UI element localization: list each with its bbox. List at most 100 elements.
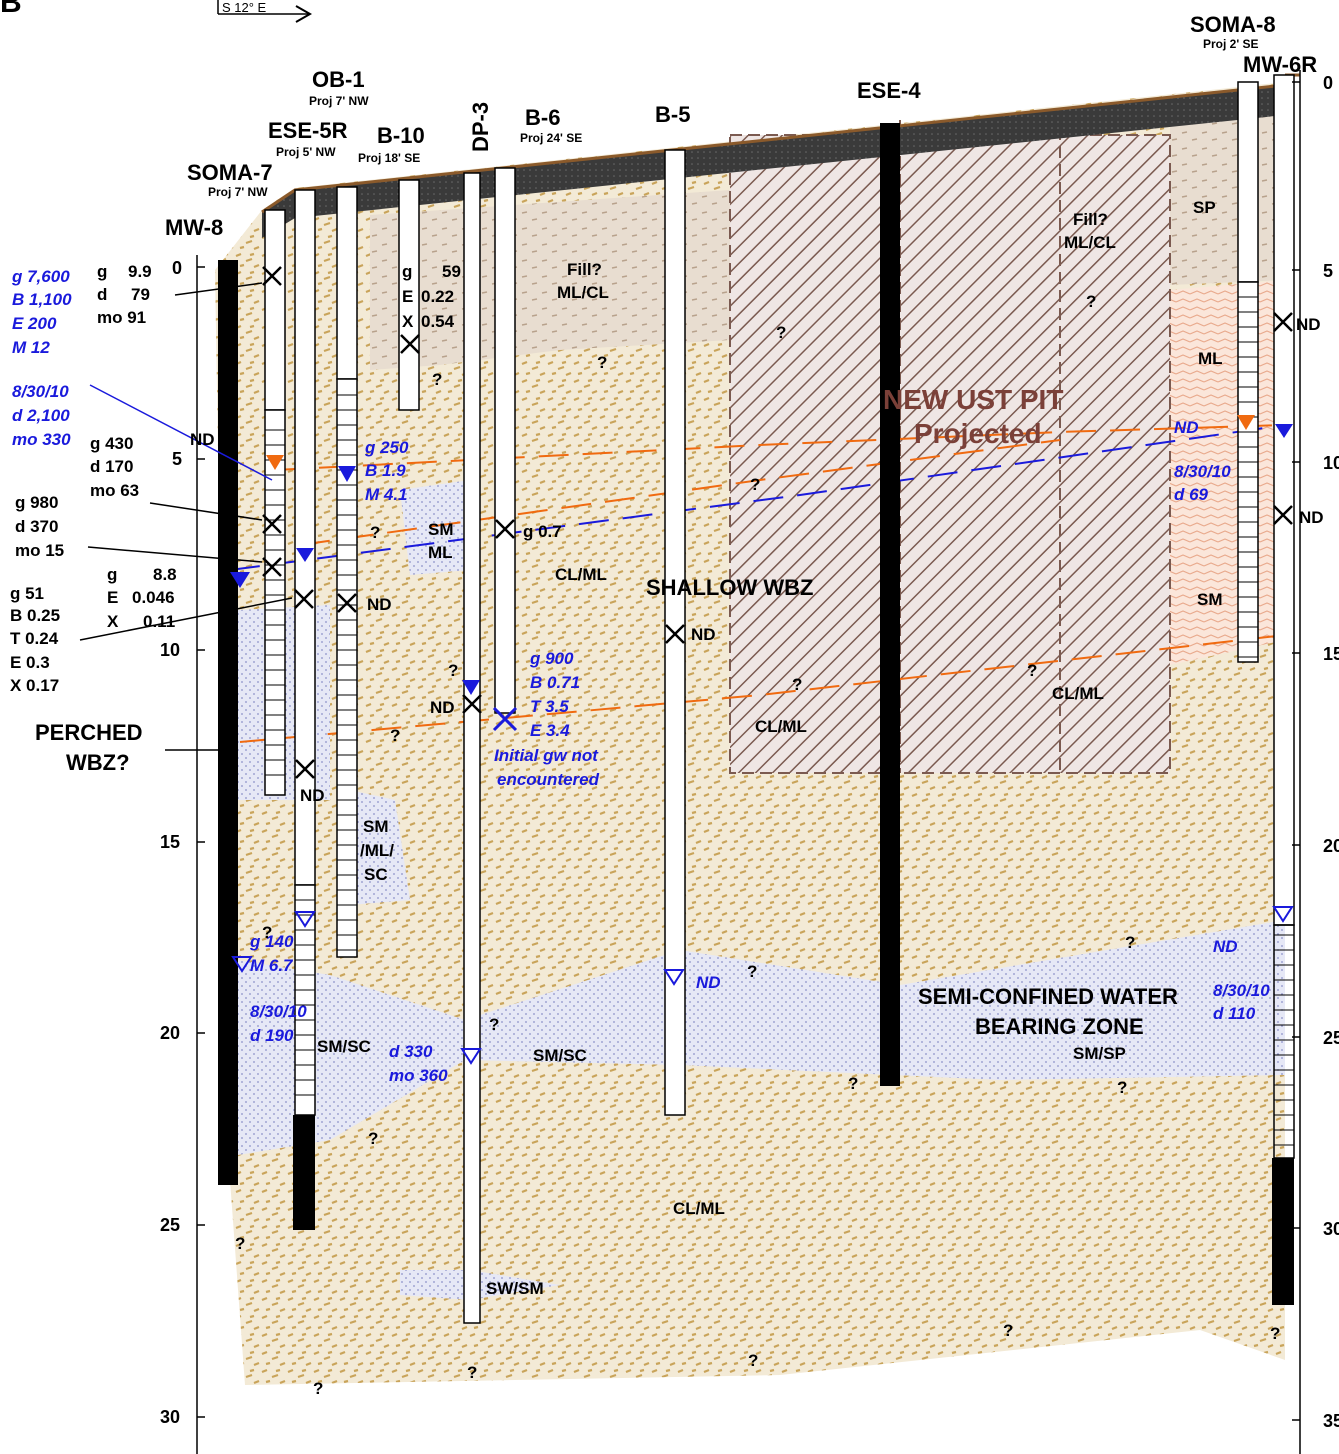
unit-semi-confined-1: SEMI-CONFINED WATER (918, 984, 1178, 1009)
soma7-g-7ft: g 980 (15, 493, 58, 512)
mw8-g-label: g (97, 262, 107, 281)
query-mark: ? (390, 726, 400, 745)
right-tick-25: 25 (1323, 1028, 1339, 1048)
boring-b10 (398, 179, 420, 411)
unit-smsp: SM/SP (1073, 1044, 1126, 1063)
boring-proj-ese5r: Proj 5' NW (276, 145, 336, 159)
blue-soma8-nd: ND (1174, 418, 1199, 437)
leader-lines (79, 282, 293, 751)
blue-b6-b: B 0.71 (530, 673, 580, 692)
nd-dp3: ND (430, 698, 455, 717)
blue-dp3-mo: mo 360 (389, 1066, 448, 1085)
blue-mw6r-date: 8/30/10 (1213, 981, 1270, 1000)
boring-label-b10: B-10 (377, 123, 425, 148)
query-mark: ? (370, 523, 380, 542)
mw8-x-10ft: X 0.17 (10, 676, 59, 695)
query-mark: ? (747, 962, 757, 981)
blue-mw8-e: E 200 (12, 314, 57, 333)
sm-lens-dp3 (400, 480, 470, 575)
unit-ml-lens: ML (428, 543, 453, 562)
blue-b6-e: E 3.4 (530, 721, 570, 740)
blue-soma8-d: d 69 (1174, 485, 1209, 504)
blue-b6-t: T 3.5 (530, 697, 569, 716)
right-tick-15: 15 (1323, 644, 1339, 664)
query-mark: ? (1117, 1078, 1127, 1097)
fill-zone-left (370, 190, 730, 370)
mw8-e-10ft: E 0.3 (10, 653, 50, 672)
query-mark: ? (1270, 1324, 1280, 1343)
sm-ml-sc-lens (350, 790, 410, 905)
blue-b6-g: g 900 (529, 649, 574, 668)
query-mark: ? (1125, 933, 1135, 952)
blue-soma7-date: 8/30/10 (250, 1002, 307, 1021)
query-mark: ? (597, 353, 607, 372)
boring-dp3 (463, 172, 481, 1324)
query-mark: ? (368, 1129, 378, 1148)
boring-label-ese4: ESE-4 (857, 78, 921, 103)
semi-confined-wbz (238, 920, 1285, 1155)
nd-mw6r-lower: ND (1299, 508, 1324, 527)
unit-smsc-mid: SM/SC (533, 1046, 587, 1065)
ust-pit-hatch (729, 134, 1171, 774)
asphalt-surface (262, 85, 1285, 238)
boring-b6 (494, 167, 516, 714)
mw8-b-10ft: B 0.25 (10, 606, 60, 625)
boring-mw6r (1272, 74, 1295, 1305)
query-mark: ? (262, 923, 272, 942)
blue-mw8-b: B 1,100 (12, 290, 72, 309)
boring-proj-soma7: Proj 7' NW (208, 185, 268, 199)
perched-label-2: WBZ? (66, 750, 130, 775)
ese5r-x-label: X (107, 612, 119, 631)
blue-ob1-b: B 1.9 (365, 461, 406, 480)
unit-clml-pit: CL/ML (755, 717, 807, 736)
orange-water-level-upper (274, 424, 1286, 471)
right-depth-axis (1292, 70, 1301, 1454)
boring-proj-soma8: Proj 2' SE (1203, 37, 1259, 51)
left-tick-20: 20 (160, 1023, 180, 1043)
nd-ese5r: ND (300, 786, 325, 805)
unit-shallow-wbz: SHALLOW WBZ (646, 575, 813, 600)
blue-mw6r-nd: ND (1213, 937, 1238, 956)
b10-x-label: X (402, 312, 414, 331)
boring-ob1 (336, 186, 358, 958)
query-mark: ? (432, 370, 442, 389)
left-tick-15: 15 (160, 832, 180, 852)
right-tick-0: 0 (1323, 73, 1333, 93)
blue-soma7-d: d 190 (250, 1026, 294, 1045)
ese5r-x-value: 0.11 (143, 612, 175, 631)
unit-mlcl-right: ML/CL (1064, 233, 1116, 252)
blue-mw6r-d: d 110 (1213, 1004, 1256, 1023)
boring-label-b5: B-5 (655, 102, 690, 127)
blue-soma7-g: g 140 (249, 932, 294, 951)
soma7-d-5ft: d 170 (90, 457, 133, 476)
unit-sm-right: SM (1197, 590, 1223, 609)
ese5r-e-value: 0.046 (132, 588, 175, 607)
b6-g-value: g 0.7 (523, 522, 562, 541)
left-depth-axis (196, 255, 205, 1454)
boring-ese5r (293, 189, 316, 1230)
blue-ob1-m: M 4.1 (365, 485, 408, 504)
query-mark: ? (448, 661, 458, 680)
mw8-d-value: 79 (131, 285, 150, 304)
boring-proj-b10: Proj 18' SE (358, 151, 420, 165)
right-tick-5: 5 (1323, 261, 1333, 281)
boring-ese4 (880, 123, 900, 1086)
query-mark: ? (313, 1379, 323, 1398)
boring-label-mw6r: MW-6R (1243, 52, 1317, 77)
soma7-d-7ft: d 370 (15, 517, 58, 536)
ese5r-e-label: E (107, 588, 118, 607)
soma7-mo-7ft: mo 15 (15, 541, 64, 560)
unit-clml-lower: CL/ML (673, 1199, 725, 1218)
boring-proj-b6: Proj 24' SE (520, 131, 582, 145)
boring-label-soma7: SOMA-7 (187, 160, 273, 185)
unit-smsc-left: SM/SC (317, 1037, 371, 1056)
blue-mw8-d: d 2,100 (12, 406, 70, 425)
query-mark: ? (848, 1074, 858, 1093)
direction-arrow (217, 0, 313, 23)
boring-mw8 (218, 260, 238, 1185)
right-tick-35: 35 (1323, 1411, 1339, 1431)
perched-label-1: PERCHED (35, 720, 143, 745)
query-mark: ? (750, 475, 760, 494)
soma7-g-5ft: g 430 (90, 434, 133, 453)
